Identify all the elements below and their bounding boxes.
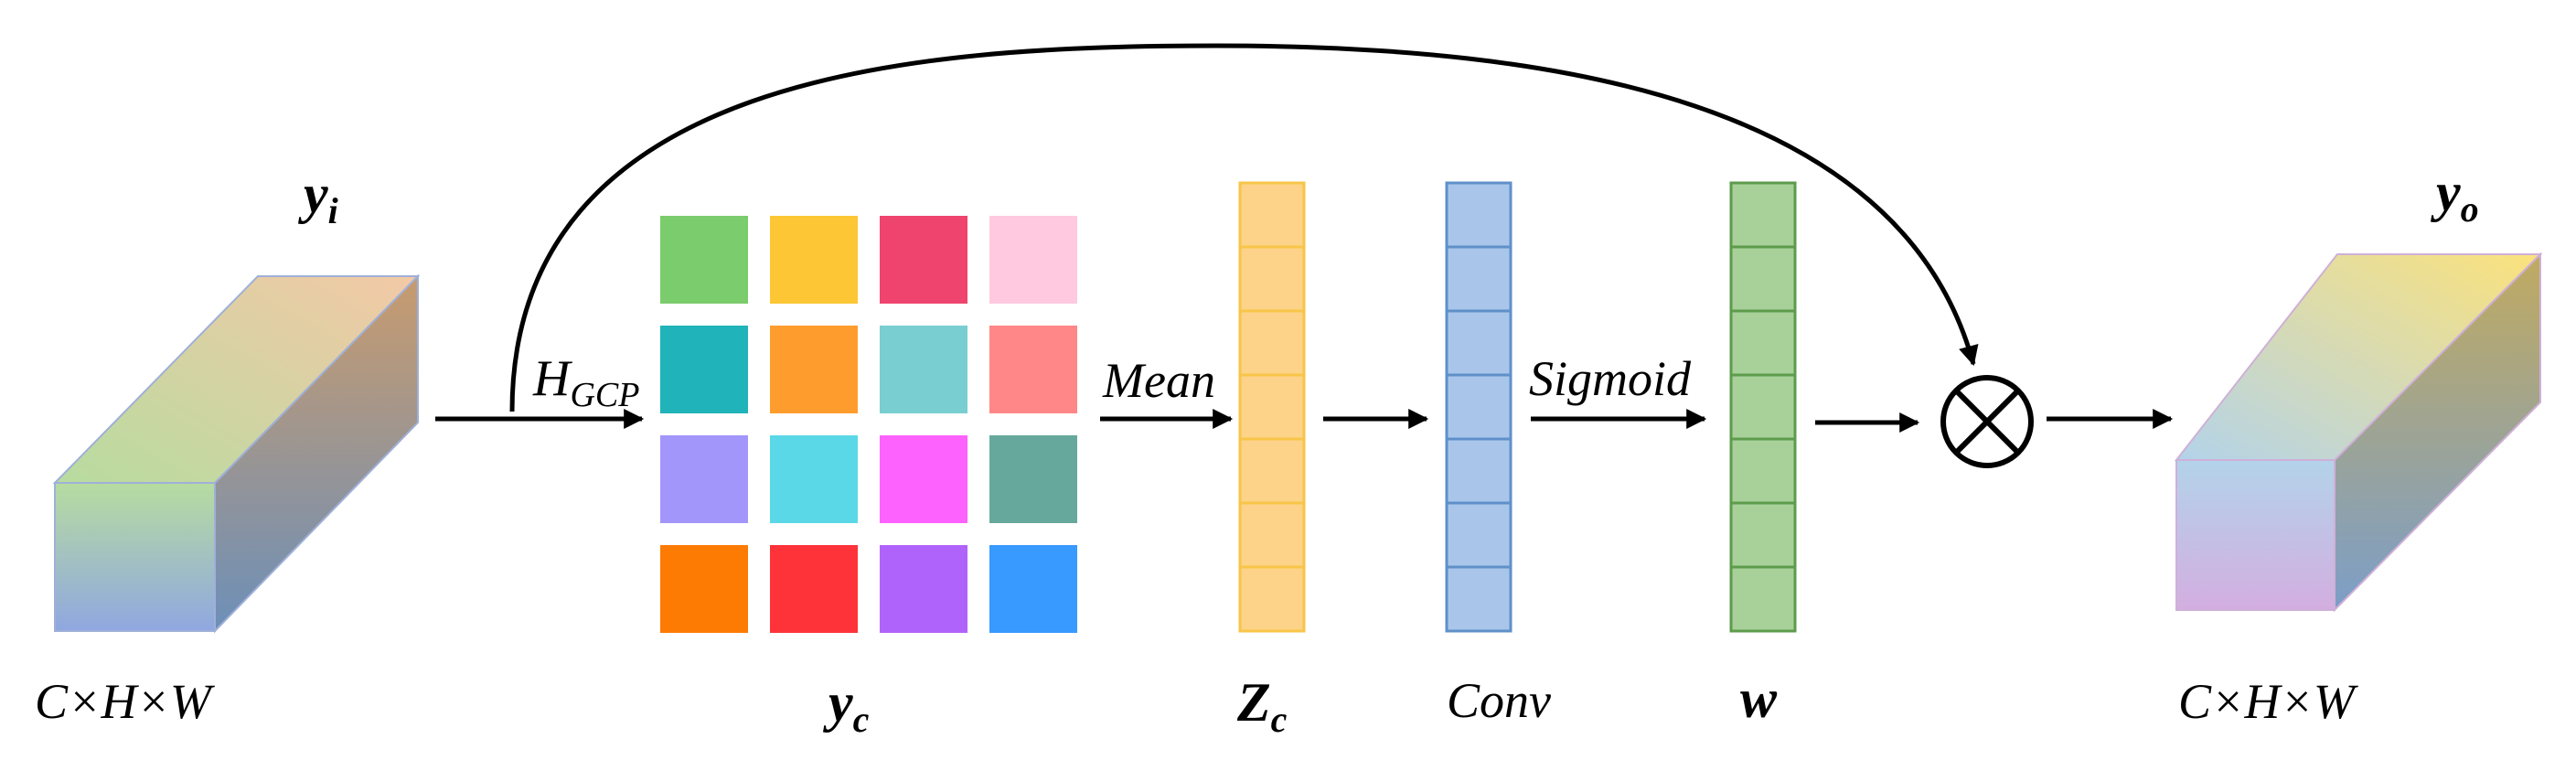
input-dims: C×H×W — [35, 674, 216, 729]
input-tensor-block — [52, 273, 421, 634]
vector-cell — [1445, 181, 1512, 249]
gcp-symbol: H — [532, 350, 572, 407]
w-label: w — [1740, 669, 1778, 729]
vector-cell — [1729, 309, 1797, 377]
input-symbol: y — [298, 164, 328, 224]
vector-cell — [1238, 181, 1306, 249]
grid-subscript: c — [853, 699, 870, 740]
zc-symbol: Z — [1236, 672, 1271, 733]
output-tensor-block — [2174, 252, 2543, 613]
vector-cell — [1238, 309, 1306, 377]
vector-cell — [1445, 437, 1512, 505]
gcp-subscript: GCP — [570, 376, 639, 414]
vector-cell — [1729, 245, 1797, 313]
output-dims: C×H×W — [2178, 674, 2359, 729]
vector-cell — [1445, 373, 1512, 441]
gcp-label: HGCP — [532, 350, 639, 414]
grid-cell — [660, 216, 748, 304]
grid-cell — [880, 326, 967, 413]
vector-cell — [1729, 373, 1797, 441]
mean-label: Mean — [1102, 353, 1215, 408]
input-subscript: i — [328, 190, 338, 231]
grid-cell — [989, 545, 1077, 633]
vector-cell — [1729, 181, 1797, 249]
grid-cell — [989, 216, 1077, 304]
vector-cell — [1445, 309, 1512, 377]
vector-cell — [1729, 501, 1797, 569]
vector-cell — [1238, 373, 1306, 441]
feature-grid — [660, 216, 1077, 633]
zc-vector — [1238, 181, 1306, 633]
vector-cell — [1445, 501, 1512, 569]
sigmoid-label: Sigmoid — [1529, 351, 1692, 406]
vector-cell — [1238, 245, 1306, 313]
output-subscript: o — [2461, 188, 2479, 230]
grid-cell — [880, 545, 967, 633]
grid-cell — [770, 326, 858, 413]
skip-connection-curve — [509, 43, 1979, 412]
vector-cell — [1729, 437, 1797, 505]
grid-symbol: y — [823, 672, 853, 733]
multiply-cross-b — [1953, 388, 2021, 455]
vector-cell — [1445, 565, 1512, 633]
grid-cell — [989, 326, 1077, 413]
zc-label: Zc — [1236, 672, 1288, 740]
grid-cell — [660, 326, 748, 413]
grid-cell — [770, 545, 858, 633]
input-block-front-face — [54, 482, 216, 632]
grid-cell — [880, 435, 967, 523]
output-symbol: y — [2431, 162, 2461, 222]
grid-cell — [770, 435, 858, 523]
input-label: yi — [298, 164, 338, 231]
grid-cell — [660, 545, 748, 633]
vector-cell — [1238, 437, 1306, 505]
zc-subscript: c — [1271, 699, 1288, 740]
vector-cell — [1445, 245, 1512, 313]
multiply-operator — [1940, 375, 2034, 468]
grid-label: yc — [823, 672, 870, 740]
conv-vector — [1445, 181, 1512, 633]
vector-cell — [1238, 501, 1306, 569]
output-label: yo — [2431, 162, 2479, 230]
grid-cell — [660, 435, 748, 523]
conv-label: Conv — [1447, 673, 1551, 728]
grid-cell — [989, 435, 1077, 523]
vector-cell — [1238, 565, 1306, 633]
grid-cell — [880, 216, 967, 304]
w-vector — [1729, 181, 1797, 633]
grid-cell — [770, 216, 858, 304]
vector-cell — [1729, 565, 1797, 633]
output-block-front-face — [2175, 459, 2336, 611]
